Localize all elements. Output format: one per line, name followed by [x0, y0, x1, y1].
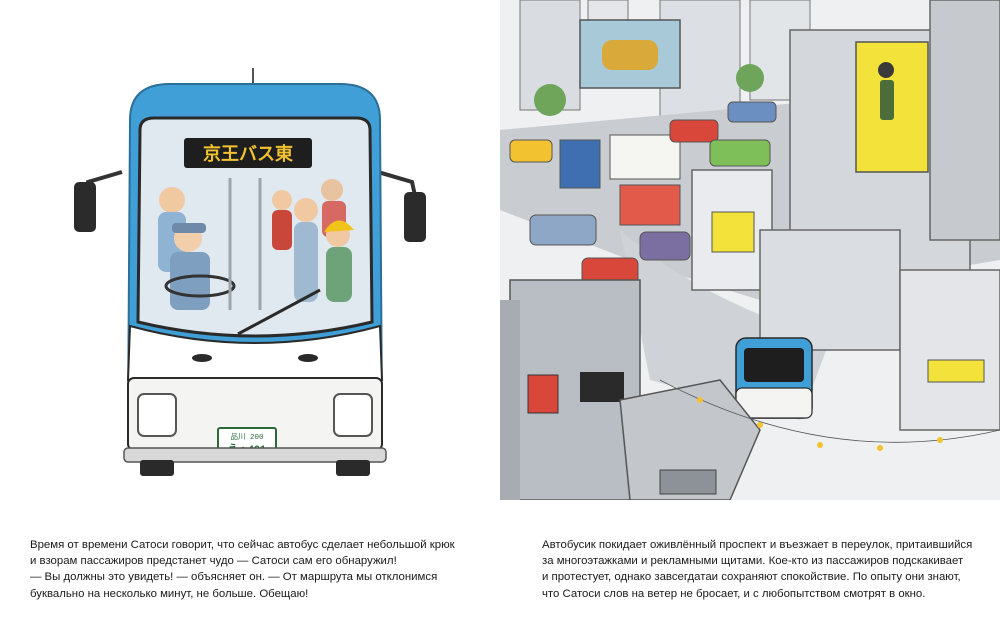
- city-street-illustration: [500, 0, 1000, 500]
- headlight-left: [137, 393, 177, 437]
- right-page: Автобусик покидает оживлённый проспект и…: [500, 0, 1000, 628]
- side-mirror-right: [377, 170, 426, 242]
- caption-line: Автобусик покидает оживлённый проспект и…: [542, 539, 973, 551]
- bus-front-illustration: 京王バス東 品川 200 え・401: [74, 68, 426, 476]
- yellow-billboard: [855, 41, 929, 173]
- caption-line: что Сатоси слов на ветер не бросает, и с…: [542, 587, 926, 600]
- destination-sign-text: 京王バス東: [203, 143, 293, 165]
- small-bus: [735, 337, 813, 419]
- catbus-billboard: [579, 19, 681, 89]
- caption-right: Автобусик покидает оживлённый проспект и…: [542, 537, 982, 602]
- side-mirror-left: [74, 170, 123, 232]
- caption-left: Время от времени Сатоси говорит, что сей…: [30, 537, 470, 602]
- caption-line: и протестует, однако завсегдатаи сохраня…: [542, 571, 961, 584]
- windshield: [136, 116, 374, 338]
- caption-line: Время от времени Сатоси говорит, что сей…: [30, 539, 455, 551]
- license-plate-top: 品川 200: [230, 432, 264, 442]
- left-page: 京王バス東 品川 200 え・401 Время от времени Сато…: [30, 68, 470, 602]
- headlight-right: [333, 393, 373, 437]
- caption-line: за многоэтажками и рекламными щитами. Ко…: [542, 555, 964, 568]
- caption-line: и взорам пассажиров предстанет чудо — Са…: [30, 555, 397, 568]
- caption-line: буквально на несколько минут, не больше.…: [30, 587, 309, 600]
- caption-line: — Вы должны это увидеть! — объясняет он.…: [30, 571, 438, 584]
- destination-sign: 京王バス東: [184, 138, 312, 168]
